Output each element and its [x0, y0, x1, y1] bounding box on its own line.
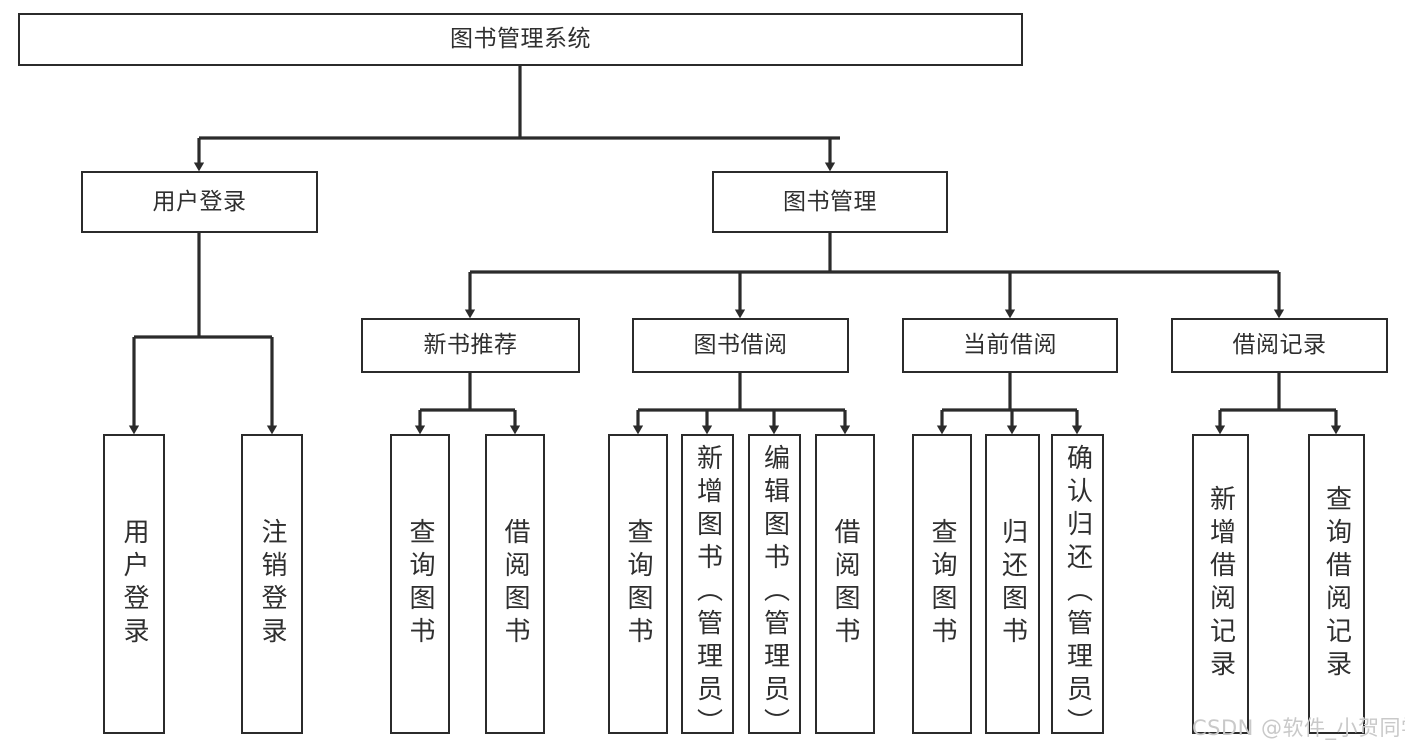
node-borrow-records[interactable]: 借阅记录 — [1171, 318, 1388, 373]
leaf-confirm-return-admin[interactable]: 确认归还（管理员） — [1051, 434, 1104, 741]
leaf-borrow-books-recommend[interactable]: 借阅图书 — [485, 434, 545, 734]
node-current-borrow-label: 当前借阅 — [963, 332, 1057, 359]
node-root-label: 图书管理系统 — [450, 26, 591, 53]
node-book-borrow-label: 图书借阅 — [693, 332, 788, 359]
leaf-add-borrow-record[interactable]: 新增借阅记录 — [1192, 434, 1249, 734]
node-root-system[interactable]: 图书管理系统 — [18, 13, 1023, 66]
leaf-add-book-admin[interactable]: 新增图书（管理员） — [681, 434, 734, 741]
node-book-management[interactable]: 图书管理 — [712, 171, 948, 233]
node-book-management-label: 图书管理 — [783, 188, 877, 215]
csdn-watermark: CSDN @软件_小贺同学 — [1192, 716, 1405, 740]
leaf-query-borrow-record[interactable]: 查询借阅记录 — [1308, 434, 1365, 734]
leaf-query-books-recommend[interactable]: 查询图书 — [390, 434, 450, 734]
leaf-logout-label: 注销登录 — [257, 518, 287, 650]
leaf-query-borrow-record-label: 查询借阅记录 — [1321, 485, 1352, 683]
leaf-borrow-books-label: 借阅图书 — [830, 518, 860, 650]
node-current-borrow[interactable]: 当前借阅 — [902, 318, 1118, 373]
leaf-add-borrow-record-label: 新增借阅记录 — [1205, 485, 1236, 683]
leaf-return-books[interactable]: 归还图书 — [985, 434, 1040, 734]
leaf-return-books-label: 归还图书 — [997, 518, 1028, 650]
node-new-book-recommend[interactable]: 新书推荐 — [361, 318, 580, 373]
leaf-confirm-return-admin-label: 确认归还（管理员） — [1062, 444, 1093, 741]
leaf-borrow-books-recommend-label: 借阅图书 — [500, 518, 530, 650]
leaf-add-book-admin-label: 新增图书（管理员） — [692, 444, 723, 741]
leaf-query-books-current-label: 查询图书 — [927, 518, 957, 650]
node-user-login-label: 用户登录 — [152, 188, 247, 215]
leaf-borrow-books[interactable]: 借阅图书 — [815, 434, 875, 734]
node-book-borrow[interactable]: 图书借阅 — [632, 318, 849, 373]
leaf-edit-book-admin-label: 编辑图书（管理员） — [759, 444, 790, 741]
leaf-edit-book-admin[interactable]: 编辑图书（管理员） — [748, 434, 801, 741]
leaf-query-books-borrow[interactable]: 查询图书 — [608, 434, 668, 734]
node-user-login[interactable]: 用户登录 — [81, 171, 318, 233]
leaf-user-login-label: 用户登录 — [119, 518, 149, 650]
node-borrow-records-label: 借阅记录 — [1232, 332, 1327, 359]
node-new-book-recommend-label: 新书推荐 — [423, 332, 518, 359]
leaf-query-books-current[interactable]: 查询图书 — [912, 434, 972, 734]
leaf-query-books-borrow-label: 查询图书 — [623, 518, 653, 650]
leaf-user-login[interactable]: 用户登录 — [103, 434, 165, 734]
leaf-logout[interactable]: 注销登录 — [241, 434, 303, 734]
leaf-query-books-recommend-label: 查询图书 — [405, 518, 435, 650]
